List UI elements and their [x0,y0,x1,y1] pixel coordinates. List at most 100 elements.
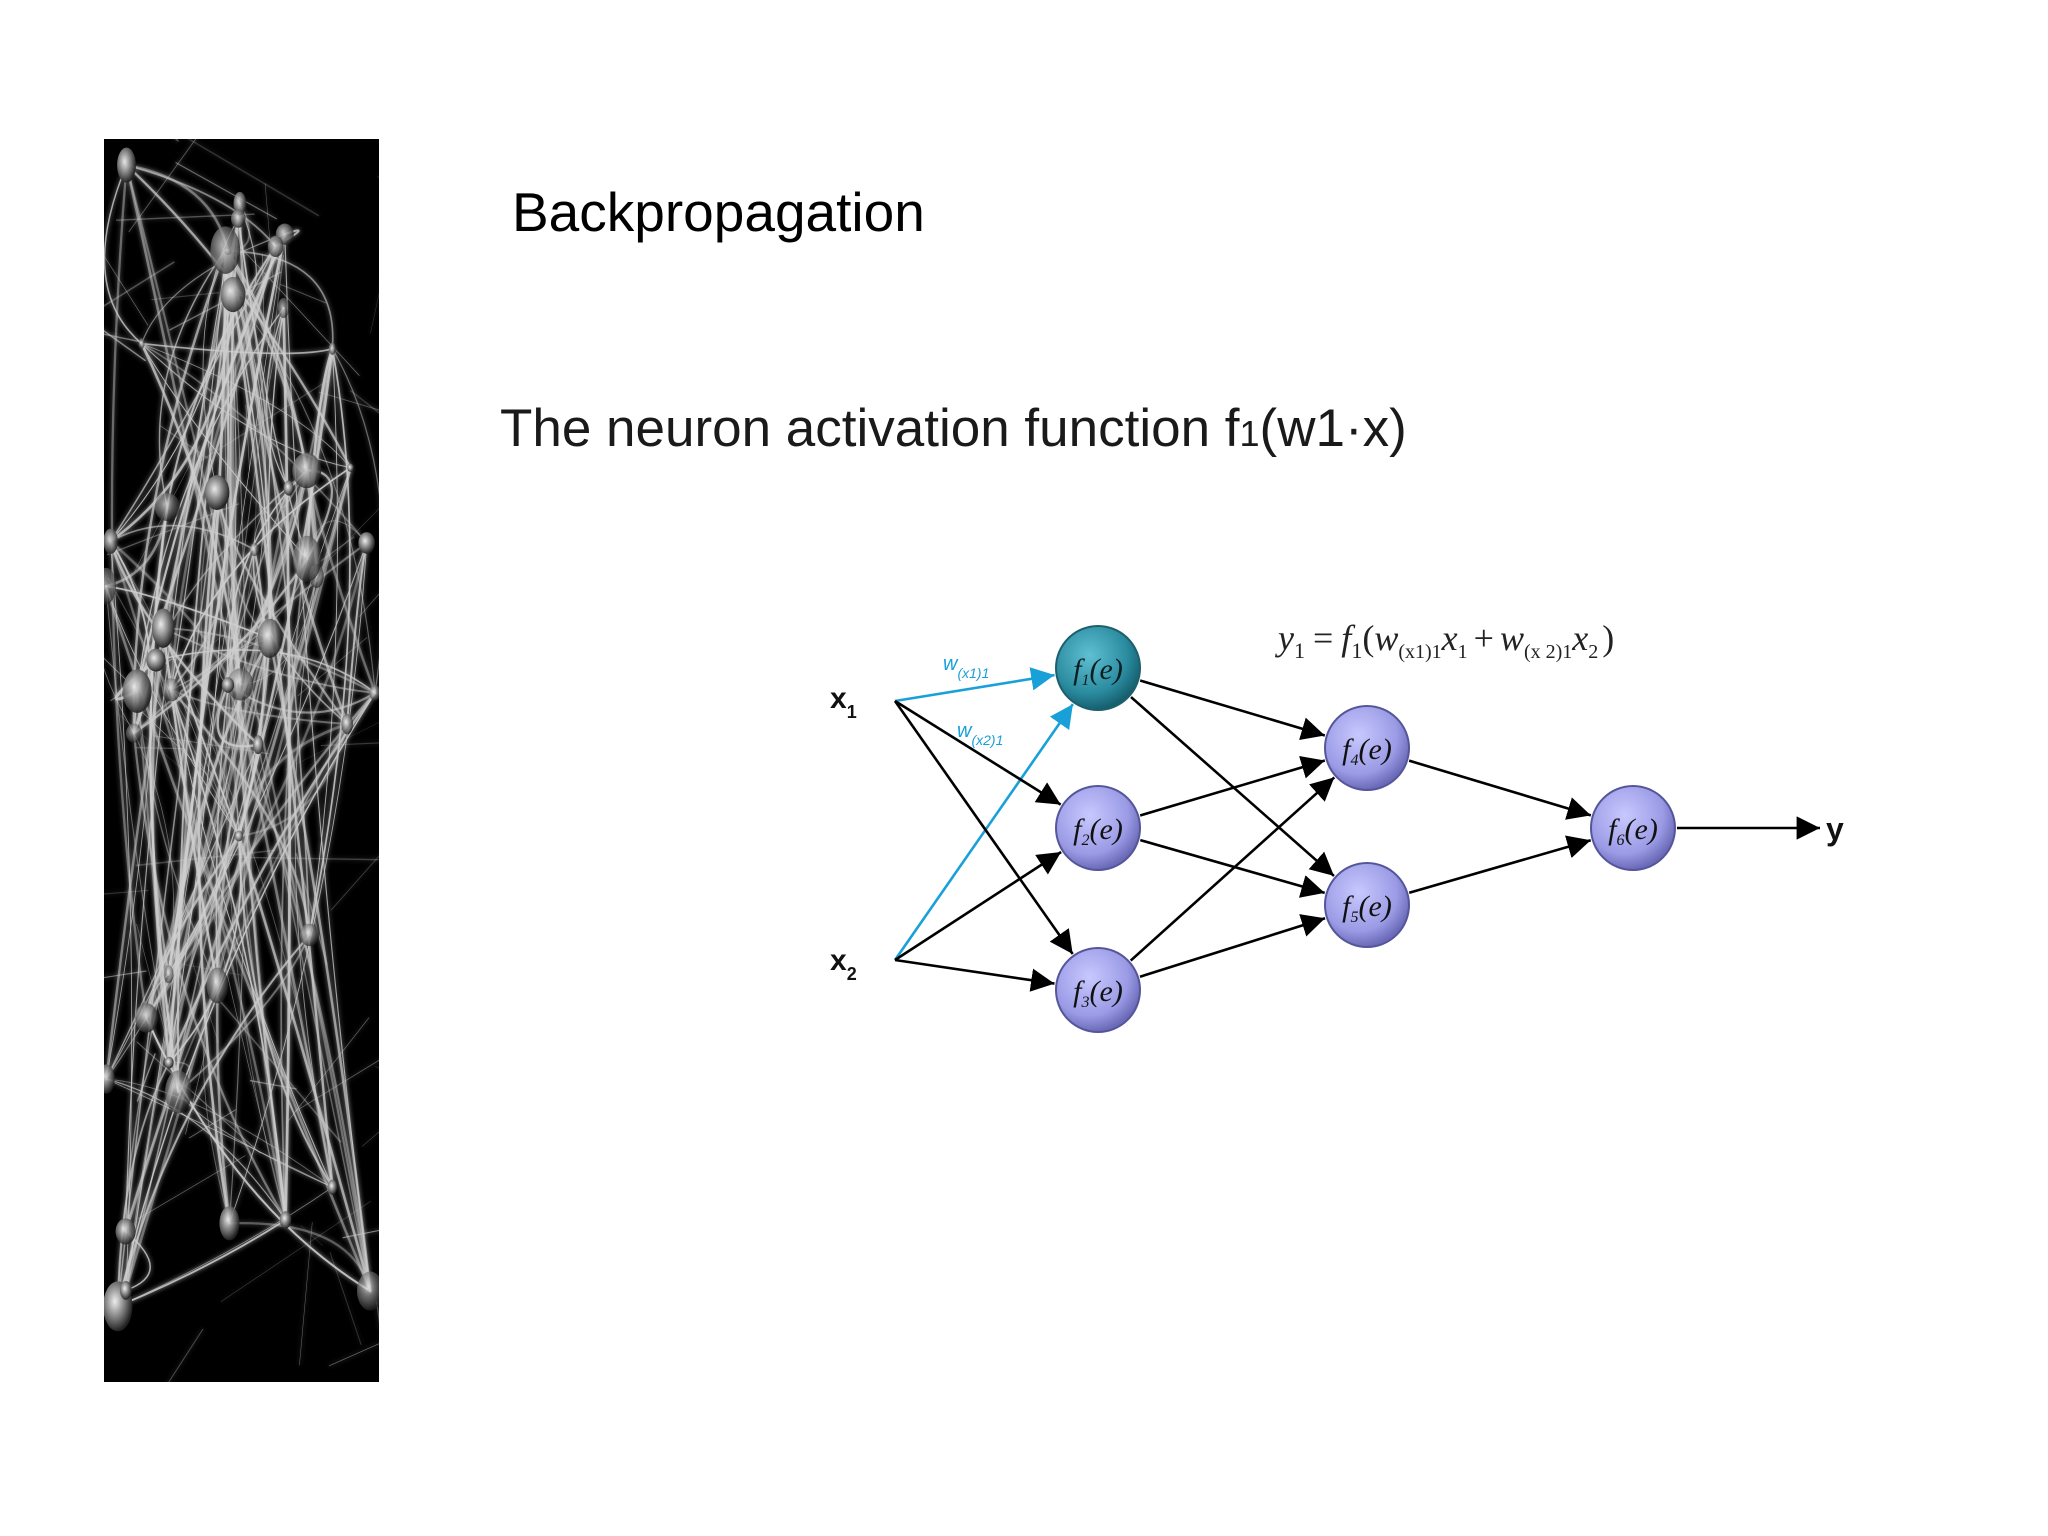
output-y: y [1826,811,1844,847]
edge-f3-f5 [1139,914,1326,978]
neurite [152,735,270,755]
neurite [135,705,208,775]
neuron-soma [231,209,246,228]
neurite [177,202,241,1093]
neuron-soma [234,830,244,842]
neurite [104,585,135,734]
eq-equals: = [1313,618,1333,658]
neurite [132,557,309,735]
svg-text:f6(e): f6(e) [1608,813,1658,849]
neurite [330,855,379,911]
edge-f2-f4 [1139,755,1326,817]
neurite [197,621,240,657]
weight-w: w [943,653,959,675]
neurite [232,293,376,694]
neurite [109,524,256,551]
node-f4: f4(e) [1324,705,1410,791]
neurite [282,306,291,1222]
neurite [136,924,171,1052]
neuron-soma [299,923,320,947]
neurite [159,425,208,459]
eq-close: ) [1602,618,1614,658]
neuron-soma [356,1271,379,1311]
svg-text:f4(e): f4(e) [1342,733,1392,769]
neurite [220,1200,371,1302]
neuron-soma [206,967,229,1004]
neurite [145,637,271,1019]
neurite [145,834,240,1020]
neurite [187,139,320,217]
neurite [135,747,186,750]
neurite [116,1218,287,1308]
neurite [109,540,287,1222]
slide-title: Backpropagation [512,181,925,243]
neurite [167,961,242,976]
subtitle-prefix: The neuron activation function f [500,399,1240,458]
neural-network-diagram: y1=f1(w(x1)1x1+w(x 2)1x2) w(x1)1 w(x2)1 … [830,618,1844,1033]
neurite [237,835,334,1189]
node-f5: f5(e) [1324,862,1410,948]
equation: y1=f1(w(x1)1x1+w(x 2)1x2) [1275,618,1614,663]
edge-f2-f5 [1139,838,1326,898]
eq-w2-sub: (x 2)1 [1524,641,1572,663]
neurite [249,1080,297,1090]
neurite [170,249,226,691]
input-x2-letter: x [830,944,847,977]
neurite [329,1252,362,1346]
neurite [320,742,379,747]
neurite [237,723,349,838]
neurite [237,217,311,936]
edge-x2-f3 [894,958,1055,992]
node-sub: 4 [1351,752,1359,769]
neurite [125,164,277,248]
neuron-soma [220,276,246,313]
neuron-soma [358,532,375,554]
neuron-soma [162,678,181,702]
svg-text:f3(e): f3(e) [1073,975,1123,1011]
neuron-soma [154,492,180,522]
weight-label-x1: w(x1)1 [943,653,989,681]
node-sub: 6 [1617,832,1625,849]
neurite [132,732,287,1222]
edge-x1-f2 [894,699,1062,806]
slide-subtitle: The neuron activation function f1(w1·x) [500,398,1407,459]
neurite [104,261,175,307]
eq-lhs: y [1275,618,1294,658]
neurite [227,250,334,350]
edge-f3-f4 [1129,776,1336,962]
eq-x1-sub: 1 [1458,641,1468,663]
neurite [318,391,379,411]
neurite [178,692,233,828]
neurite [200,379,330,462]
neurite [141,343,308,560]
neurite [237,834,372,1293]
node-arg: (e) [1090,975,1123,1008]
neurite [197,491,231,1225]
node-arg: (e) [1090,813,1123,846]
neurite [125,164,372,1293]
weight-label-x2: w(x2)1 [957,720,1003,748]
neuron-soma [104,528,118,554]
neurite [295,1059,379,1112]
neurite [135,849,276,867]
neurite [227,294,257,686]
neurite [229,542,368,1224]
neurite [226,469,309,687]
neuron-soma [369,685,379,701]
input-x2: x2 [830,944,857,984]
neurite [257,743,372,1292]
edge-f1-f4 [1139,679,1326,741]
neurite [329,1343,379,1367]
neurite [149,505,180,1094]
neurite [137,1155,246,1220]
neurite [285,1017,370,1124]
neuron-network-image [104,139,379,1382]
neurite [295,853,328,966]
neurite [162,627,376,694]
node-arg: (e) [1090,653,1123,686]
neurite [116,933,311,1308]
neurite [175,162,277,220]
neuron-soma [115,1218,136,1245]
neuron-soma [341,713,353,735]
eq-fn-sub: 1 [1351,638,1362,663]
